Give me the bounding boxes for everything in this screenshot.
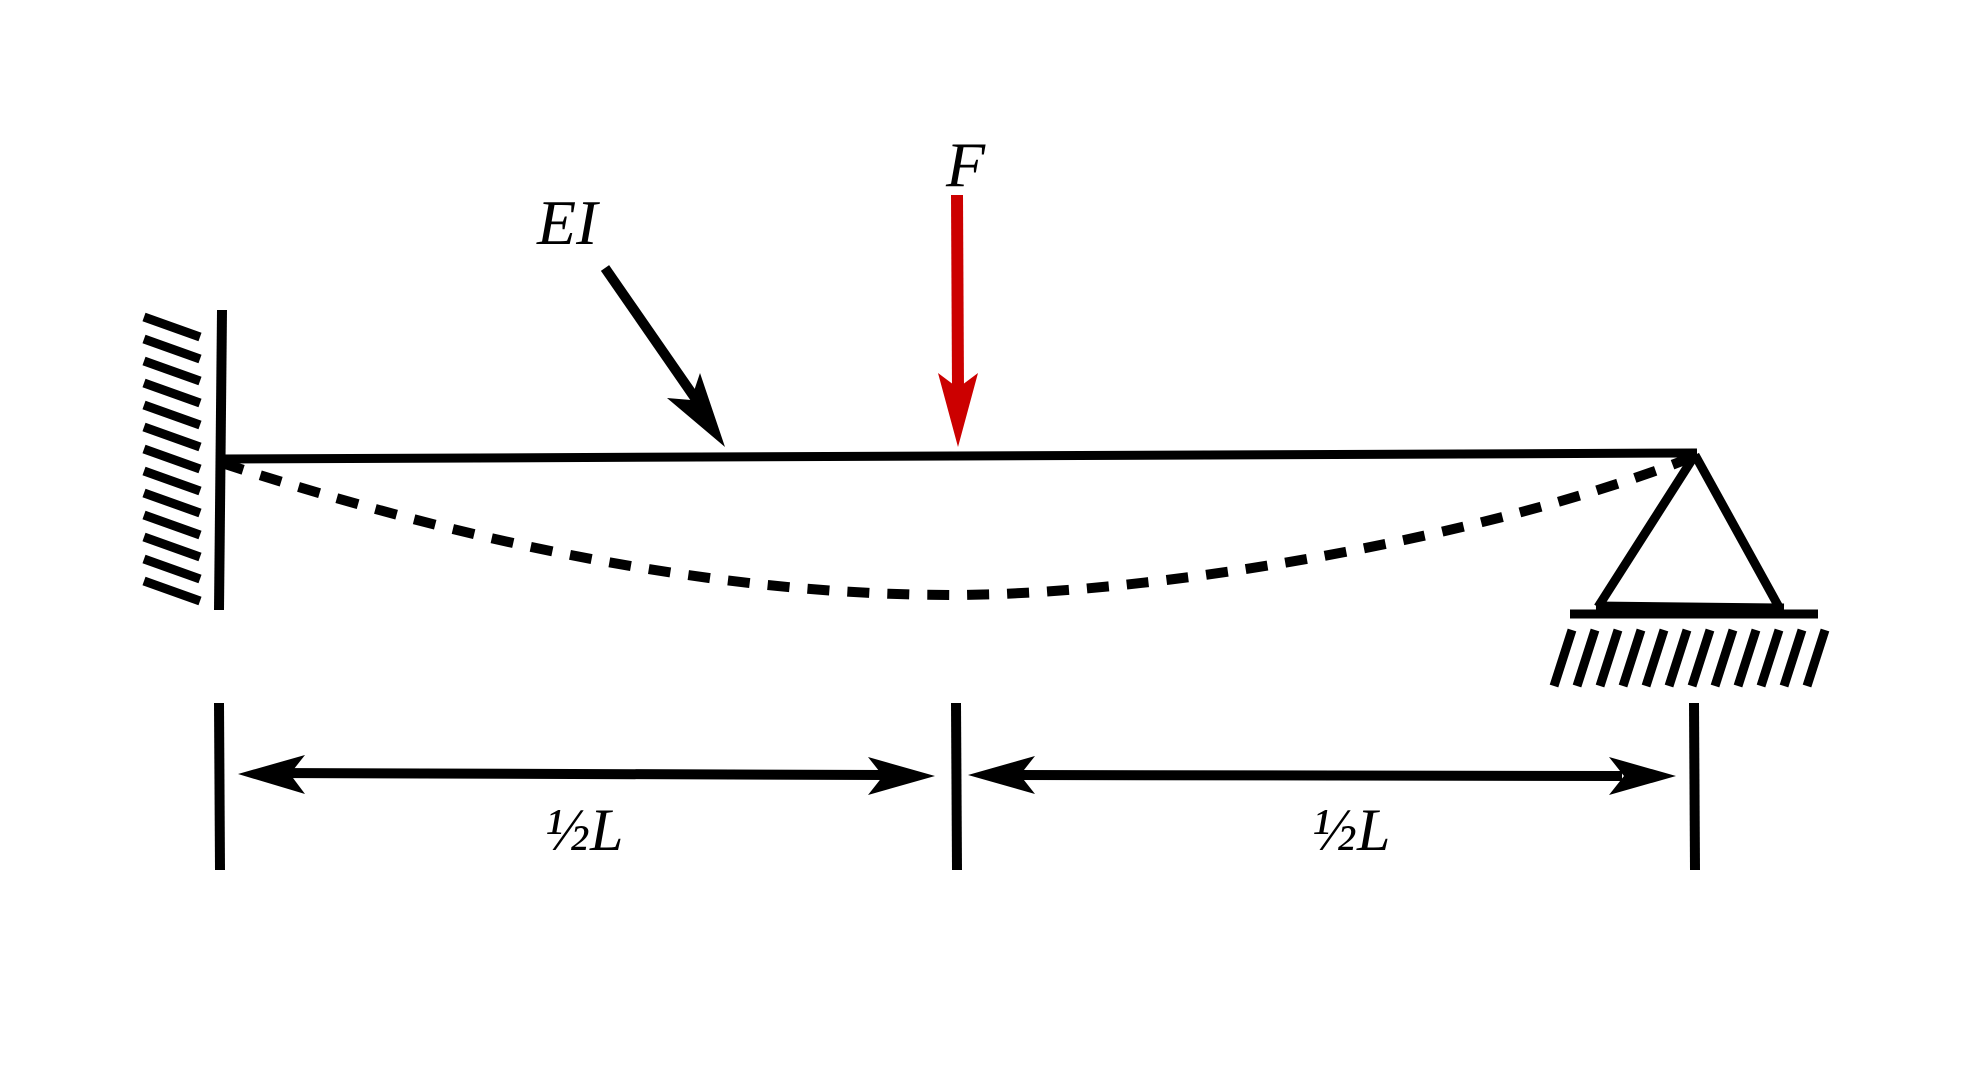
deflected-shape-curve — [220, 453, 1692, 601]
pinned-support — [1570, 452, 1818, 619]
force-arrow — [938, 194, 978, 447]
dimension-arrow-right-span — [968, 756, 1676, 795]
beam — [218, 448, 1698, 464]
dimension-ticks — [214, 702, 1700, 871]
span-left-label: ½L — [545, 797, 623, 863]
stiffness-label: EI — [536, 187, 600, 258]
dimension-arrow-left-span — [238, 755, 935, 795]
force-label: F — [945, 129, 986, 200]
span-right-label: ½L — [1312, 797, 1390, 863]
stiffness-pointer-arrow — [600, 265, 725, 447]
fixed-wall-hatching — [142, 312, 202, 606]
ground-hatching — [1549, 628, 1830, 688]
